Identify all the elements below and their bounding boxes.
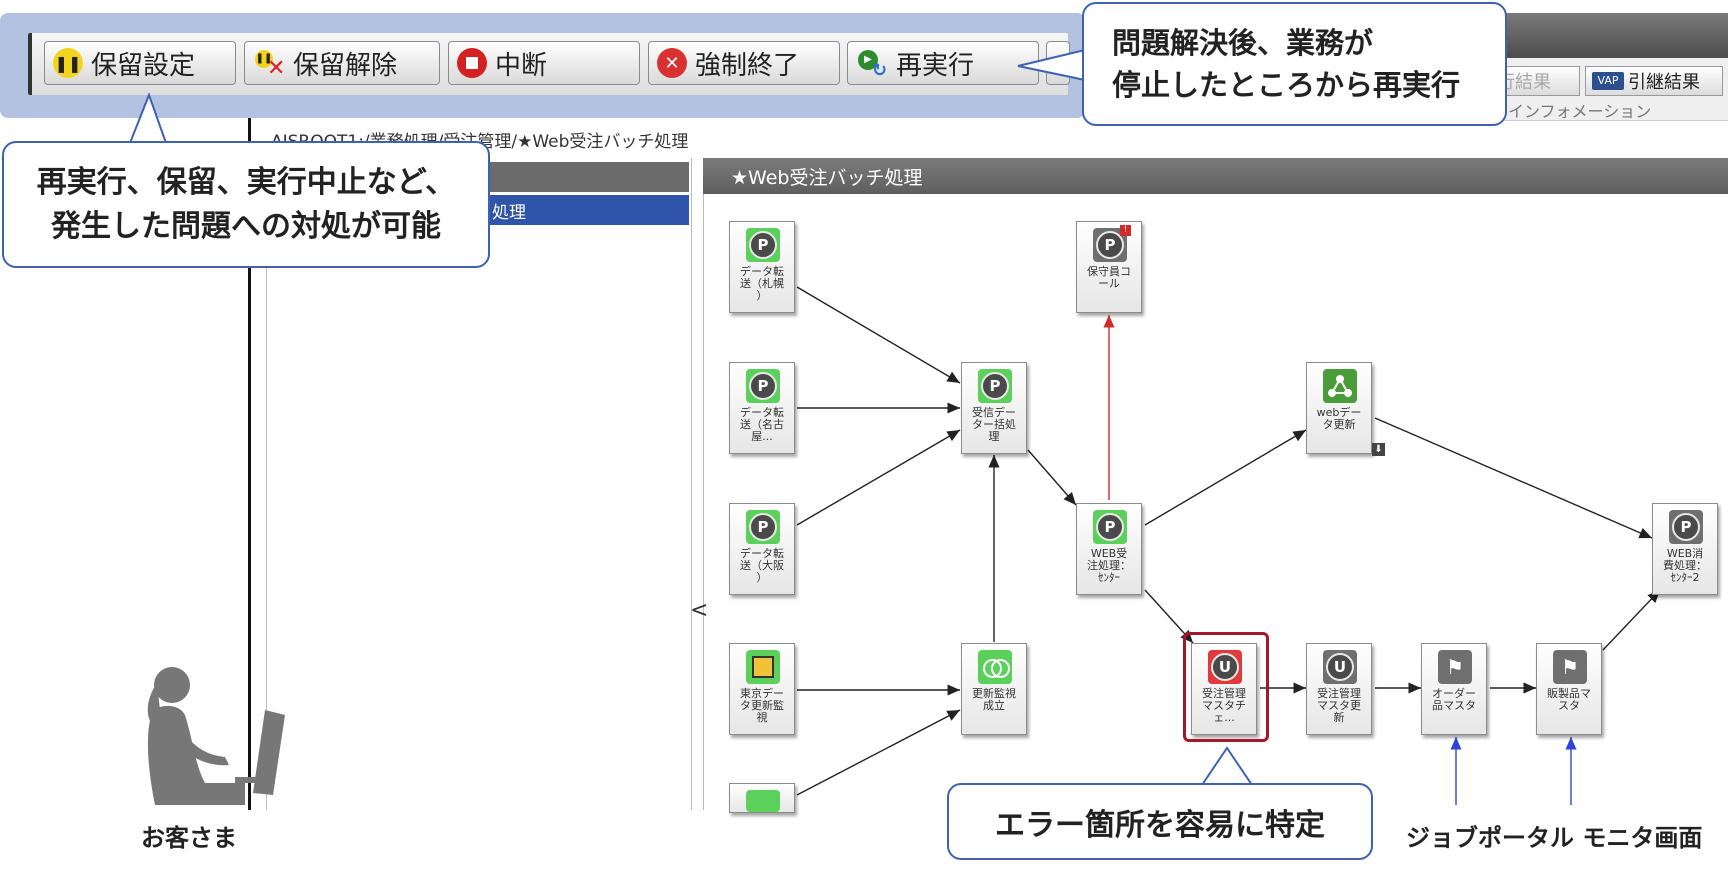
error-callout: エラー箇所を容易に特定 xyxy=(947,783,1373,860)
monitor-icon xyxy=(746,790,780,812)
job-node-label: 受信デー ター括処 理 xyxy=(972,406,1016,443)
job-node[interactable]: ⚑ オーダー 品マスタ xyxy=(1421,643,1487,735)
pause-icon: ❚❚ xyxy=(53,48,83,78)
join-icon xyxy=(978,650,1012,684)
job-node[interactable]: ⬇ webデー タ更新 xyxy=(1306,362,1385,456)
vap-icon: VAP xyxy=(1592,72,1624,90)
edge-n1-n5 xyxy=(796,286,961,384)
tree-header xyxy=(480,162,689,192)
rerun-callout-line: 問題解決後、業務が xyxy=(1112,26,1374,60)
interrupt-button[interactable]: 中断 xyxy=(448,41,640,85)
customer-silhouette xyxy=(147,667,285,805)
job-node-partial[interactable] xyxy=(729,783,795,813)
job-node-label: データ転 送（大阪 ） xyxy=(740,547,784,584)
p-job-icon: P xyxy=(1669,510,1703,544)
job-node-error[interactable]: U 受注管理 マスタチ ェ... xyxy=(1191,643,1257,735)
info-label: インフォメーション xyxy=(1508,102,1652,121)
job-node[interactable]: 更新監視 成立 xyxy=(961,643,1027,735)
job-node-label: webデー タ更新 xyxy=(1316,406,1362,431)
force-stop-label: 強制終了 xyxy=(695,50,800,81)
job-node-label: オーダー 品マスタ xyxy=(1432,687,1476,712)
job-node[interactable]: P WEB受 注処理： ｾﾝﾀｰ xyxy=(1076,503,1142,595)
tree-selected-item[interactable]: 処理 xyxy=(480,195,689,225)
flow-panel xyxy=(703,158,1728,810)
job-node-label: WEB消 費処理： ｾﾝﾀｰ2 xyxy=(1663,547,1707,584)
download-badge-icon: ⬇ xyxy=(1372,443,1385,456)
job-node-label: 受注管理 マスタ更 新 xyxy=(1317,687,1361,724)
job-node[interactable]: P データ転 送（名古 屋... xyxy=(729,362,795,454)
close-icon: ✕ xyxy=(657,48,687,78)
edge-n3-n5 xyxy=(796,429,961,526)
edge-n15-n6 xyxy=(796,709,961,796)
tree-panel xyxy=(266,158,692,810)
job-node[interactable]: P 受信デー ター括処 理 xyxy=(961,362,1027,454)
hold-release-button[interactable]: ❚❚ ✕ 保留解除 xyxy=(244,41,440,85)
job-node[interactable]: P ! 保守員コ ール xyxy=(1076,221,1142,313)
force-stop-button[interactable]: ✕ 強制終了 xyxy=(648,41,840,85)
checkered-flag-icon: ⚑ xyxy=(1553,650,1587,684)
rerun-label: 再実行 xyxy=(896,50,975,81)
toolbar-callout-line: 発生した問題への対処が可能 xyxy=(51,208,441,244)
edge-n8-n9 xyxy=(1144,429,1307,526)
job-node[interactable]: U 受注管理 マスタ更 新 xyxy=(1306,643,1372,735)
job-node[interactable]: P WEB消 費処理： ｾﾝﾀｰ2 xyxy=(1652,503,1718,595)
alert-badge-icon: ! xyxy=(1120,225,1131,236)
screen-caption: ジョブポータル モニタ画面 xyxy=(1406,824,1703,852)
monitor-icon xyxy=(746,650,780,684)
network-icon xyxy=(1323,369,1357,403)
toolbar-callout: 再実行、保留、実行中止など、 発生した問題への対処が可能 xyxy=(2,141,490,268)
p-job-icon: P xyxy=(1093,510,1127,544)
rerun-callout: 問題解決後、業務が 停止したところから再実行 xyxy=(1082,2,1507,126)
interrupt-label: 中断 xyxy=(495,50,548,81)
job-node[interactable]: ⚑ 販製品マ スタ xyxy=(1536,643,1602,735)
handover-result-button[interactable]: VAP 引継結果 xyxy=(1585,66,1723,96)
job-node-label: 更新監視 成立 xyxy=(972,687,1016,712)
hold-set-label: 保留設定 xyxy=(91,50,196,81)
hold-release-label: 保留解除 xyxy=(293,50,398,81)
checkered-flag-icon: ⚑ xyxy=(1438,650,1472,684)
handover-result-label: 引継結果 xyxy=(1628,72,1700,93)
p-job-icon: P xyxy=(978,369,1012,403)
result-button-label: 行結果 xyxy=(1497,72,1551,93)
edge-n9-n14 xyxy=(1374,417,1653,539)
job-node-label: データ転 送（名古 屋... xyxy=(740,406,784,443)
job-node[interactable]: 東京デー タ更新監 視 xyxy=(729,643,795,735)
rerun-callout-line: 停止したところから再実行 xyxy=(1112,68,1461,102)
release-hold-icon: ❚❚ ✕ xyxy=(253,48,285,81)
u-job-icon: U xyxy=(1208,650,1242,684)
flow-title: ★Web受注バッチ処理 xyxy=(703,158,1728,194)
customer-caption: お客さま xyxy=(141,824,237,852)
edge-n13-n14 xyxy=(1602,589,1661,651)
job-node[interactable]: P データ転 送（札幌 ） xyxy=(729,221,795,313)
edge-n5-n8 xyxy=(1027,449,1077,506)
error-highlight-box xyxy=(1183,632,1269,742)
p-job-icon: P xyxy=(746,510,780,544)
job-node-label: 受注管理 マスタチ ェ... xyxy=(1202,687,1246,724)
stop-icon xyxy=(457,48,487,78)
job-node-label: 東京デー タ更新監 視 xyxy=(740,687,784,724)
p-job-icon: P xyxy=(746,228,780,262)
job-node[interactable]: P データ転 送（大阪 ） xyxy=(729,503,795,595)
p-job-icon: P xyxy=(1093,228,1127,262)
job-node-label: データ転 送（札幌 ） xyxy=(740,265,784,302)
left-divider xyxy=(248,118,251,810)
job-node-label: 保守員コ ール xyxy=(1087,265,1131,290)
job-node-label: 販製品マ スタ xyxy=(1547,687,1591,712)
u-job-icon: U xyxy=(1323,650,1357,684)
rerun-button[interactable]: ▶ ↻ 再実行 xyxy=(847,41,1039,85)
rerun-icon: ▶ ↻ xyxy=(856,48,888,81)
toolbar-callout-line: 再実行、保留、実行中止など、 xyxy=(36,164,456,200)
collapse-panel-icon[interactable]: < xyxy=(690,598,709,623)
job-node-label: WEB受 注処理： ｾﾝﾀｰ xyxy=(1087,547,1131,584)
hold-set-button[interactable]: ❚❚ 保留設定 xyxy=(44,41,236,85)
p-job-icon: P xyxy=(746,369,780,403)
